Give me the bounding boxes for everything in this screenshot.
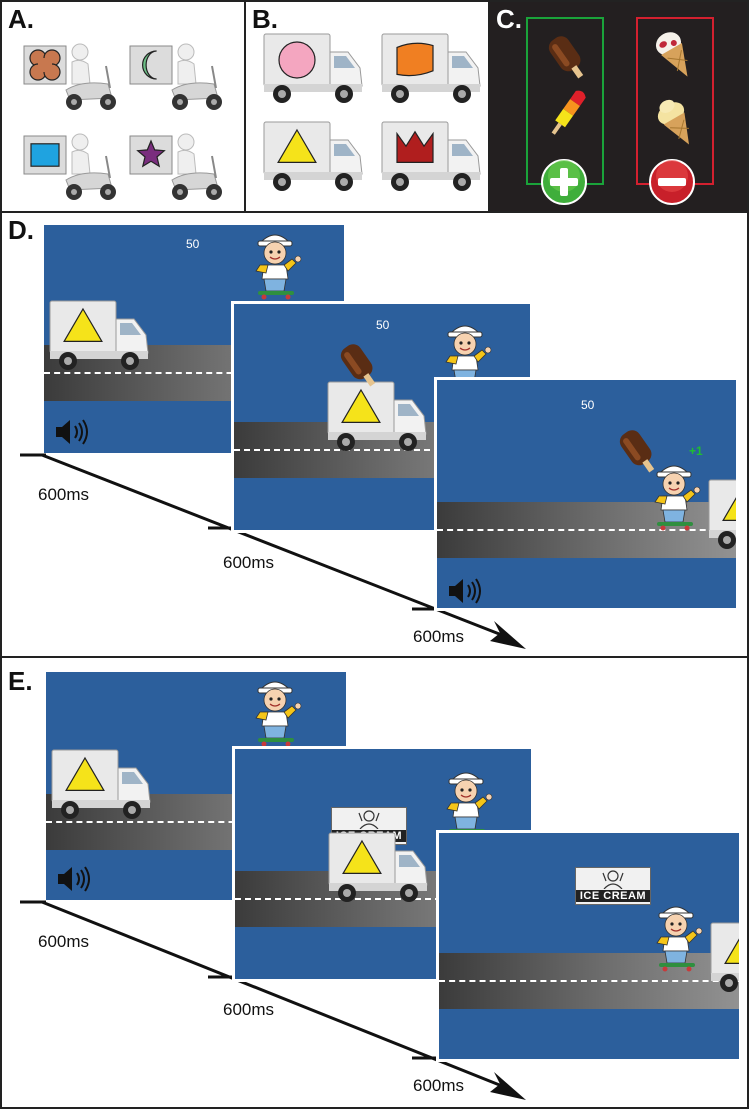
timeline-arrow xyxy=(20,453,526,649)
skateboarder-icon xyxy=(446,772,493,838)
speaker-icon xyxy=(56,419,88,445)
delivery-truck-icon xyxy=(327,381,427,451)
truck-cell-2 xyxy=(380,30,484,106)
timeline-arrow xyxy=(20,900,526,1100)
scooter-cell-3 xyxy=(22,130,120,202)
truck-cell-1 xyxy=(262,30,366,106)
score-display: 50 xyxy=(581,398,595,412)
panel-b-label: B. xyxy=(252,4,278,34)
skateboarder-icon xyxy=(255,234,302,300)
duration-label-2: 600ms xyxy=(223,1000,275,1019)
scooter-cell-2 xyxy=(128,40,226,112)
scooter-cell-1 xyxy=(22,40,120,112)
delivery-truck-icon xyxy=(328,832,428,902)
score-display: 50 xyxy=(376,318,390,332)
panel-b: B. xyxy=(244,0,490,213)
scooter-cell-4 xyxy=(128,130,226,202)
scooter-rider-icon xyxy=(23,43,116,110)
scooter-rider-icon xyxy=(23,133,116,200)
chocolate-ice-cream-bar-icon xyxy=(548,36,584,79)
truck-cell-4 xyxy=(380,118,484,194)
duration-label-2: 600ms xyxy=(223,553,275,572)
road-lane-marking xyxy=(44,372,344,374)
skateboarder-icon xyxy=(656,906,703,972)
trial-frame-3: 50 +1 xyxy=(434,377,739,611)
delivery-truck-icon xyxy=(49,300,149,370)
ice-cream-vendor-icon xyxy=(358,810,380,829)
panel-d: D. 50 50 xyxy=(0,211,749,658)
ice-cream-sign-text: ICE CREAM xyxy=(576,890,650,902)
skateboarder-icon xyxy=(255,681,302,747)
speaker-icon xyxy=(58,866,90,892)
duration-label-1: 600ms xyxy=(38,932,90,951)
ice-cream-vendor-icon xyxy=(602,870,624,889)
score-display: 50 xyxy=(186,237,200,251)
duration-label-3: 600ms xyxy=(413,627,465,646)
scooter-rider-icon xyxy=(129,133,222,200)
chocolate-ice-cream-bar-icon xyxy=(619,430,655,473)
panel-d-label: D. xyxy=(8,215,34,245)
trial-frame-3: ICE CREAM xyxy=(436,830,742,1062)
road-lane-marking xyxy=(437,529,736,531)
road-lane-marking xyxy=(46,821,346,823)
speaker-icon xyxy=(449,578,481,604)
delivery-truck-icon xyxy=(51,749,151,819)
strawberry-cone-icon xyxy=(655,32,688,77)
duration-label-3: 600ms xyxy=(413,1076,465,1095)
truck-cell-3 xyxy=(262,118,366,194)
plus-icon xyxy=(541,159,587,205)
rocket-ice-lolly-icon xyxy=(551,90,586,135)
skateboarder-icon xyxy=(654,465,701,531)
delivery-truck-icon xyxy=(263,121,363,191)
panel-a-label: A. xyxy=(8,4,34,34)
panel-c: C. xyxy=(488,0,749,213)
panel-e: E. xyxy=(0,656,749,1109)
vanilla-soft-serve-cone-icon xyxy=(657,99,689,145)
delivery-truck-icon xyxy=(381,33,481,103)
minus-icon xyxy=(649,159,695,205)
score-feedback: +1 xyxy=(689,444,703,458)
road-lane-marking xyxy=(234,449,530,451)
road-lane-marking xyxy=(235,898,531,900)
delivery-truck-partial-icon xyxy=(710,922,739,992)
panel-c-label: C. xyxy=(496,4,522,34)
delivery-truck-icon xyxy=(381,121,481,191)
road-lane-marking xyxy=(439,980,739,982)
delivery-truck-partial-icon xyxy=(708,479,736,549)
panel-a: A. xyxy=(0,0,246,213)
scooter-rider-icon xyxy=(129,43,222,110)
ice-cream-sign: ICE CREAM xyxy=(575,867,651,905)
panel-e-label: E. xyxy=(8,666,33,696)
duration-label-1: 600ms xyxy=(38,485,90,504)
delivery-truck-icon xyxy=(263,33,363,103)
chocolate-ice-cream-bar-icon xyxy=(340,344,376,387)
